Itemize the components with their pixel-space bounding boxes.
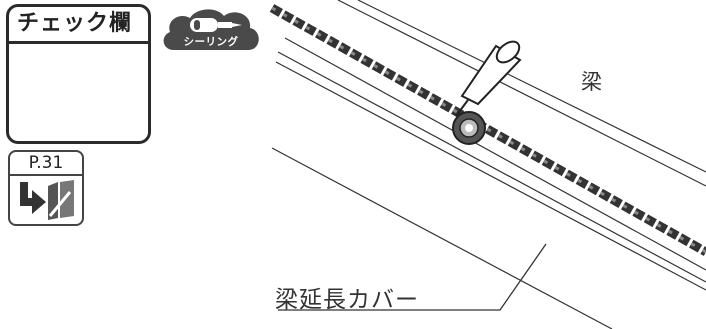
cover-leader-line — [278, 243, 547, 311]
caulking-gun-icon — [190, 18, 242, 32]
page-reference-badge[interactable]: P.31 — [8, 150, 84, 226]
beam-extension-cover-label: 梁延長カバー — [275, 287, 419, 313]
beam-label: 梁 — [581, 70, 602, 94]
page-reference-label: P.31 — [10, 152, 82, 176]
sealed-bolt — [452, 111, 486, 145]
sealing-badge — [163, 9, 259, 51]
sealing-label: シーリング — [183, 36, 239, 48]
page-jump-icon — [20, 180, 74, 220]
check-box-panel[interactable]: チェック欄 — [6, 4, 151, 144]
sealing-nozzle — [455, 40, 522, 117]
check-box-title: チェック欄 — [9, 7, 148, 44]
